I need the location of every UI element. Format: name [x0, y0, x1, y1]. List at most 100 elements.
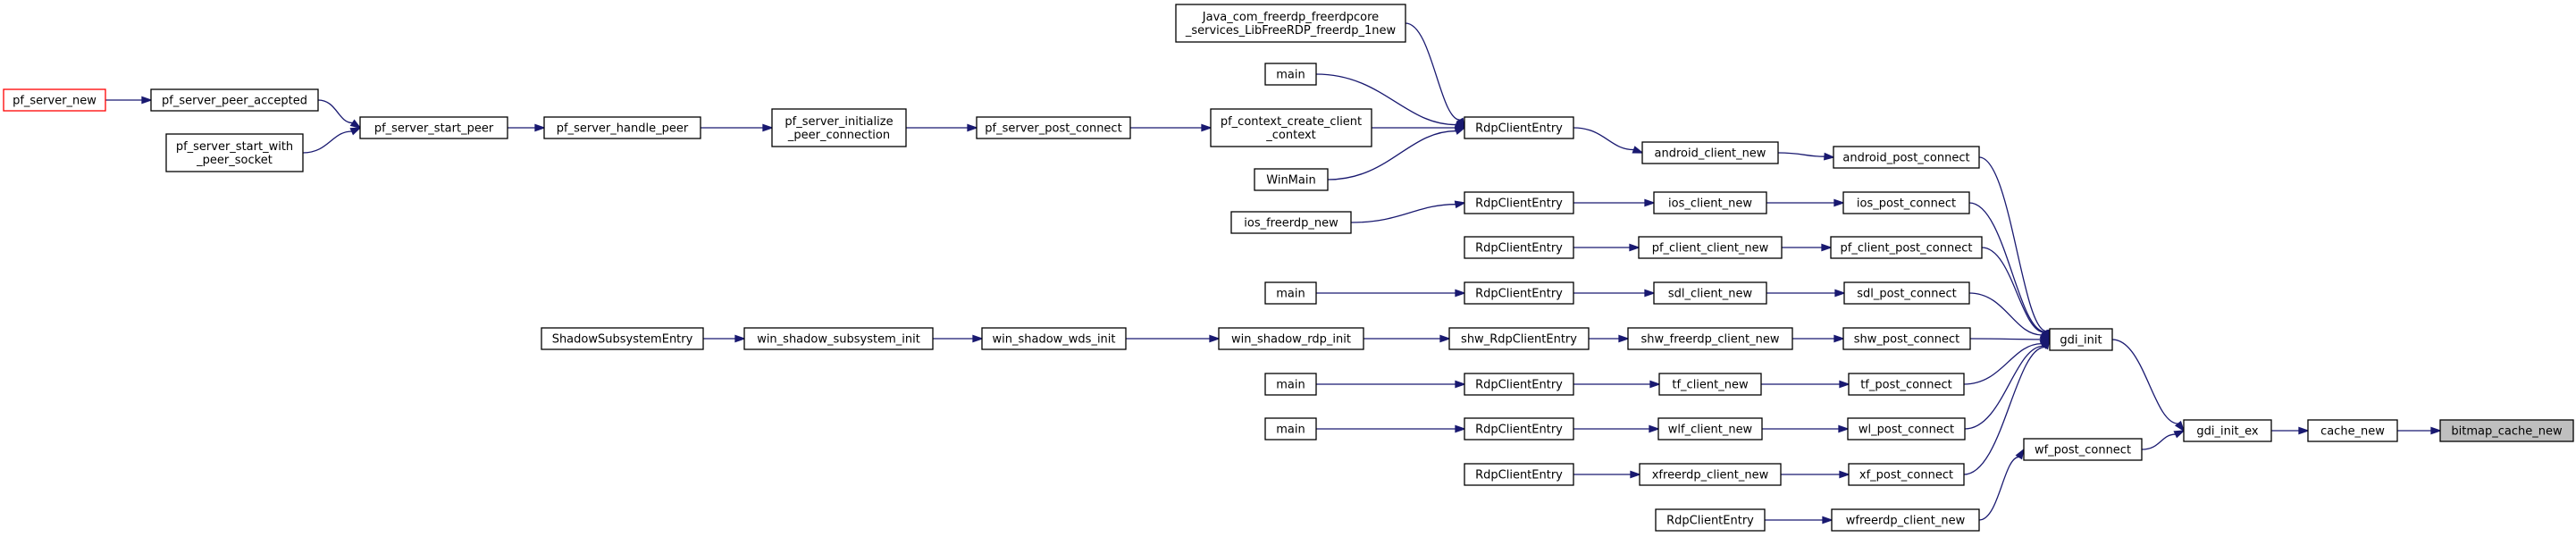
node-box — [1833, 146, 1980, 169]
graph-node-sdl-post-connect[interactable]: sdl_post_connect — [1843, 281, 1970, 305]
graph-node-rdpcliententry-wf[interactable]: RdpClientEntry — [1655, 508, 1766, 532]
graph-node-wf-post-connect[interactable]: wf_post_connect — [2023, 438, 2143, 461]
graph-node-pf-server-post-connect[interactable]: pf_server_post_connect — [976, 116, 1131, 139]
call-edge — [2111, 339, 2178, 424]
node-box — [1627, 327, 1793, 350]
graph-node-rdpcliententry-tf[interactable]: RdpClientEntry — [1464, 373, 1574, 396]
graph-node-shadowsubsystementry[interactable]: ShadowSubsystemEntry — [541, 327, 704, 350]
graph-node-gdi-init-ex[interactable]: gdi_init_ex — [2183, 419, 2272, 442]
graph-node-wlf-client-new[interactable]: wlf_client_new — [1657, 417, 1763, 441]
graph-node-pf-server-peer-accepted[interactable]: pf_server_peer_accepted — [150, 88, 319, 112]
graph-node-pf-server-initialize-peer-connection[interactable]: pf_server_initialize_peer_connection — [771, 108, 907, 147]
graph-node-rdpcliententry-android[interactable]: RdpClientEntry — [1464, 116, 1574, 139]
graph-node-main-wl[interactable]: main — [1264, 417, 1317, 441]
node-label: ios_freerdp_new — [1244, 217, 1338, 231]
node-label: _peer_connection — [787, 129, 890, 142]
graph-node-pf-server-start-with-peer-socket[interactable]: pf_server_start_with_peer_socket — [165, 133, 304, 172]
node-box — [1464, 417, 1574, 441]
arrowhead-icon — [2015, 448, 2026, 460]
graph-node-win-shadow-wds-init[interactable]: win_shadow_wds_init — [981, 327, 1127, 350]
node-label: bitmap_cache_new — [2451, 425, 2563, 439]
node-label: ios_client_new — [1668, 197, 1752, 211]
arrowhead-icon — [1839, 380, 1850, 389]
graph-node-rdpcliententry-ios[interactable]: RdpClientEntry — [1464, 191, 1574, 214]
graph-node-android-client-new[interactable]: android_client_new — [1641, 141, 1779, 164]
node-label: pf_server_initialize — [785, 115, 893, 129]
graph-node-wl-post-connect[interactable]: wl_post_connect — [1847, 417, 1966, 441]
graph-node-main-tf[interactable]: main — [1264, 373, 1317, 396]
node-label: RdpClientEntry — [1475, 424, 1563, 437]
arrowhead-icon — [1821, 243, 1833, 252]
graph-node-ios-post-connect[interactable]: ios_post_connect — [1842, 191, 1970, 214]
node-label: wlf_client_new — [1668, 424, 1753, 437]
graph-node-pf-server-new[interactable]: pf_server_new — [3, 88, 106, 112]
arrowhead-icon — [734, 334, 746, 343]
arrowhead-icon — [2298, 426, 2310, 435]
graph-node-rdpcliententry-sdl[interactable]: RdpClientEntry — [1464, 281, 1574, 305]
graph-node-pf-client-client-new[interactable]: pf_client_client_new — [1638, 236, 1783, 259]
arrowhead-icon — [1833, 334, 1845, 343]
graph-node-shw-post-connect[interactable]: shw_post_connect — [1842, 327, 1971, 350]
node-box — [1658, 373, 1762, 396]
node-label: xf_post_connect — [1859, 469, 1953, 482]
node-label: main — [1276, 69, 1305, 82]
node-box — [1264, 281, 1317, 305]
arrowhead-icon — [1454, 200, 1466, 209]
node-box — [1848, 463, 1965, 486]
graph-node-bitmap-cache-new: bitmap_cache_new — [2439, 419, 2574, 442]
graph-node-rdpcliententry-wl[interactable]: RdpClientEntry — [1464, 417, 1574, 441]
arrowhead-icon — [1454, 127, 1466, 135]
graph-node-shw-freerdp-client-new[interactable]: shw_freerdp_client_new — [1627, 327, 1793, 350]
node-box — [976, 116, 1131, 139]
arrowhead-icon — [1455, 289, 1466, 298]
graph-node-xf-post-connect[interactable]: xf_post_connect — [1848, 463, 1965, 486]
graph-node-ios-client-new[interactable]: ios_client_new — [1653, 191, 1767, 214]
graph-node-win-shadow-rdp-init[interactable]: win_shadow_rdp_init — [1218, 327, 1364, 350]
graph-node-main-sdl[interactable]: main — [1264, 281, 1317, 305]
graph-node-rdpcliententry-pf[interactable]: RdpClientEntry — [1464, 236, 1574, 259]
graph-node-gdi-init[interactable]: gdi_init — [2049, 328, 2113, 351]
graph-node-sdl-client-new[interactable]: sdl_client_new — [1653, 281, 1767, 305]
node-label: pf_client_client_new — [1652, 242, 1769, 256]
graph-node-tf-post-connect[interactable]: tf_post_connect — [1848, 373, 1965, 396]
node-box — [165, 133, 304, 172]
graph-node-android-post-connect[interactable]: android_post_connect — [1833, 146, 1980, 169]
node-label: RdpClientEntry — [1475, 122, 1563, 136]
graph-node-xfreerdp-client-new[interactable]: xfreerdp_client_new — [1639, 463, 1782, 486]
node-box — [771, 108, 907, 147]
graph-node-win-shadow-subsystem-init[interactable]: win_shadow_subsystem_init — [743, 327, 934, 350]
node-label: RdpClientEntry — [1666, 515, 1754, 528]
graph-node-pf-server-handle-peer[interactable]: pf_server_handle_peer — [543, 116, 701, 139]
node-box — [1639, 463, 1782, 486]
node-label: RdpClientEntry — [1475, 379, 1563, 392]
node-box — [2023, 438, 2143, 461]
node-label: wl_post_connect — [1859, 424, 1954, 437]
node-label: RdpClientEntry — [1475, 288, 1563, 301]
graph-node-rdpcliententry-xf[interactable]: RdpClientEntry — [1464, 463, 1574, 486]
graph-node-shw-rdpcliententry[interactable]: shw_RdpClientEntry — [1448, 327, 1590, 350]
call-edge — [317, 99, 353, 124]
graph-node-pf-client-post-connect[interactable]: pf_client_post_connect — [1830, 236, 1983, 259]
graph-node-pf-server-start-peer[interactable]: pf_server_start_peer — [359, 116, 508, 139]
node-box — [1175, 4, 1406, 43]
call-graph-nodes: bitmap_cache_new cache_new gdi_init_ex gdi_… — [3, 4, 2574, 532]
graph-node-java-libfreerdp[interactable]: Java_com_freerdp_freerdpcore_services_Li… — [1175, 4, 1406, 43]
node-box — [1464, 191, 1574, 214]
node-label: cache_new — [2320, 425, 2385, 439]
graph-node-cache-new[interactable]: cache_new — [2307, 419, 2398, 442]
graph-node-winmain[interactable]: WinMain — [1254, 168, 1329, 191]
arrowhead-icon — [1649, 380, 1661, 389]
graph-node-main-android[interactable]: main — [1264, 63, 1317, 86]
graph-node-ios-freerdp-new[interactable]: ios_freerdp_new — [1230, 211, 1352, 234]
node-label: wf_post_connect — [2035, 444, 2131, 457]
arrowhead-icon — [2174, 420, 2186, 432]
graph-node-tf-client-new[interactable]: tf_client_new — [1658, 373, 1762, 396]
node-box — [2307, 419, 2398, 442]
arrowhead-icon — [1629, 243, 1640, 252]
graph-node-wfreerdp-client-new[interactable]: wfreerdp_client_new — [1831, 508, 1980, 532]
node-label: pf_server_new — [13, 95, 96, 108]
call-edge — [1981, 247, 2045, 333]
graph-node-pf-context-create-client-context[interactable]: pf_context_create_client_context — [1210, 108, 1372, 147]
node-label: xfreerdp_client_new — [1652, 469, 1769, 482]
